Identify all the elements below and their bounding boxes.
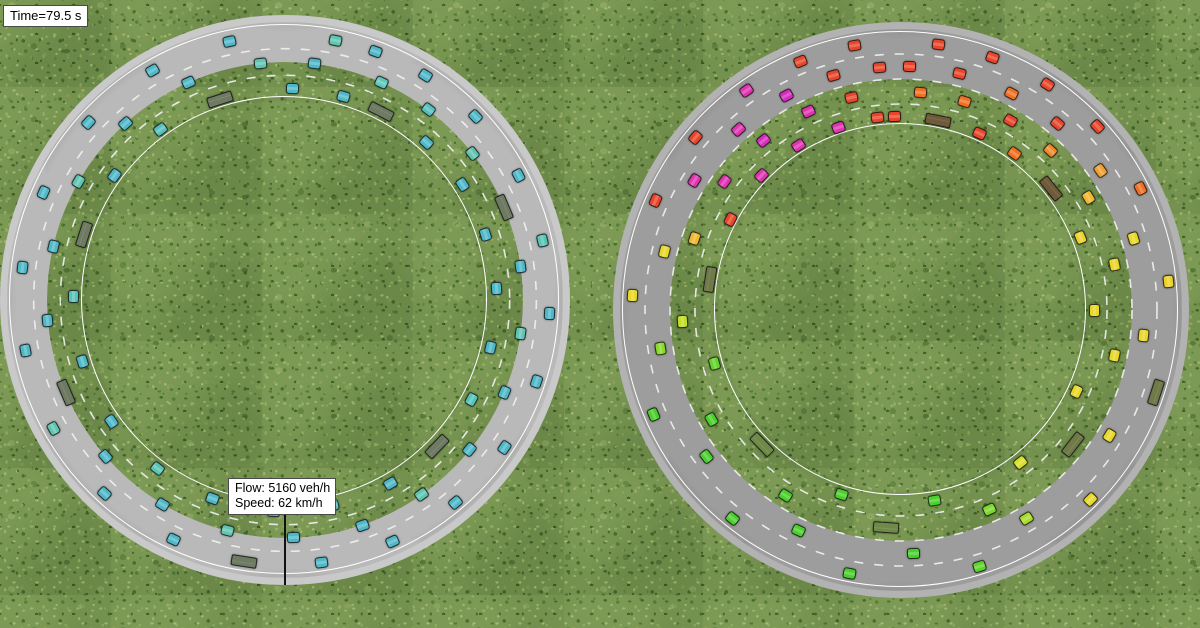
time-readout: Time=79.5 s [3, 5, 89, 27]
left-simulation-panel: Time=79.5 s Flow: 5160 veh/h Speed: 62 k… [0, 0, 592, 628]
lane-divider [694, 103, 1108, 517]
vehicle-car [654, 340, 667, 356]
flow-speed-readout: Flow: 5160 veh/h Speed: 62 km/h [228, 478, 337, 515]
vehicle-car [887, 110, 901, 123]
vehicle-car [16, 260, 29, 275]
loop-detector-marker[interactable] [284, 491, 286, 585]
vehicle-car [68, 289, 80, 303]
vehicle-car [906, 547, 921, 559]
lane-markings [644, 53, 1158, 567]
vehicle-car [514, 325, 528, 341]
vehicle-car [314, 555, 330, 569]
vehicle-car [902, 60, 917, 73]
vehicle-car [842, 566, 858, 581]
right-simulation-panel [592, 0, 1200, 628]
edge-line-outer [622, 31, 1179, 588]
vehicle-car [872, 61, 887, 74]
vehicle-car [286, 532, 300, 544]
vehicle-car [870, 111, 885, 125]
vehicle-car [514, 259, 528, 275]
vehicle-car [543, 307, 556, 321]
edge-line-inner [714, 123, 1087, 496]
vehicle-car [1161, 274, 1175, 289]
vehicle-car [41, 313, 54, 328]
vehicle-car [676, 314, 689, 329]
vehicle-car [490, 282, 502, 296]
vehicle-car [46, 238, 60, 255]
vehicle-car [253, 57, 268, 70]
vehicle-car [931, 37, 946, 51]
lane-divider [59, 74, 511, 526]
vehicle-car [306, 57, 322, 71]
lane-markings [32, 47, 538, 553]
vehicle-car [1137, 328, 1150, 343]
vehicle-car [847, 39, 862, 53]
vehicle-car [285, 83, 300, 95]
lane-divider [32, 47, 538, 553]
vehicle-car [627, 289, 639, 303]
vehicle-car [1089, 303, 1100, 317]
vehicle-car [18, 343, 32, 358]
lane-divider [669, 78, 1133, 542]
lane-divider [644, 53, 1158, 567]
vehicle-car [913, 86, 927, 99]
vehicle-car [328, 33, 343, 47]
